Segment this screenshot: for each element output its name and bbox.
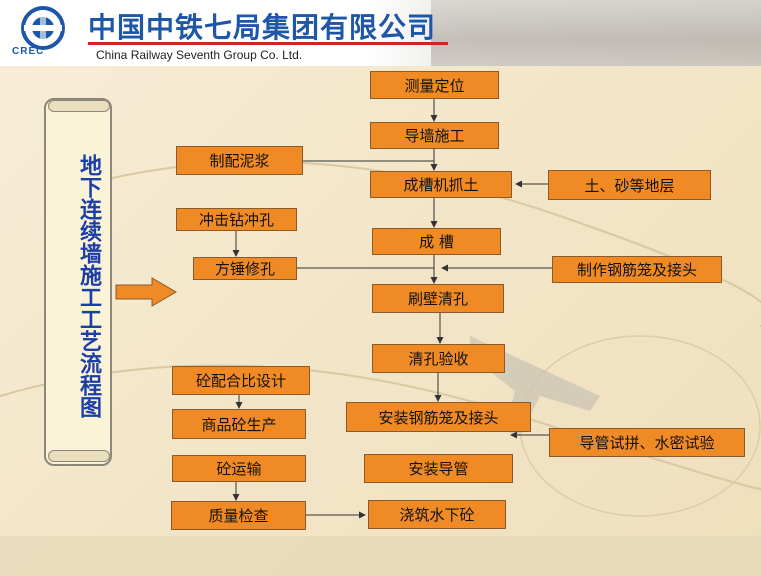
step-install-cage: 安装钢筋笼及接头: [346, 402, 531, 432]
logo-text: CREC: [12, 46, 45, 57]
crec-logo-icon: [21, 6, 65, 50]
left-concrete-transport: 砼运输: [172, 455, 306, 482]
scroll-bottom-roll: [48, 450, 110, 462]
diagram-title: 地下连续墙施工工艺流程图: [76, 154, 101, 418]
bridge-photo: [431, 0, 761, 66]
company-name-cn: 中国中铁七局集团有限公司: [88, 11, 437, 44]
left-quality-check: 质量检查: [171, 501, 306, 530]
map-background: [0, 161, 761, 576]
step-install-tremie: 安装导管: [364, 454, 513, 483]
right-make-cage: 制作钢筋笼及接头: [552, 256, 722, 283]
header-underline: [88, 42, 448, 45]
step-wall-cleaning: 刷壁清孔: [372, 284, 504, 313]
step-survey: 测量定位: [370, 71, 499, 99]
right-tremie-test: 导管试拼、水密试验: [549, 428, 745, 457]
step-trench-grab: 成槽机抓土: [370, 171, 512, 198]
company-name-en: China Railway Seventh Group Co. Ltd.: [96, 48, 303, 62]
left-concrete-production: 商品砼生产: [172, 409, 306, 439]
header-banner: CREC 中国中铁七局集团有限公司 China Railway Seventh …: [0, 0, 761, 66]
step-guide-wall: 导墙施工: [370, 122, 499, 149]
step-pour-concrete: 浇筑水下砼: [368, 500, 506, 529]
title-scroll: [44, 98, 112, 466]
right-arrow-icon: [115, 277, 177, 307]
left-mud-prep: 制配泥浆: [176, 146, 303, 175]
step-inspection: 清孔验收: [372, 344, 505, 373]
left-hammer-trim: 方锤修孔: [193, 257, 297, 280]
right-soil-strata: 土、砂等地层: [548, 170, 711, 200]
scroll-top-roll: [48, 100, 110, 112]
left-percussion-drill: 冲击钻冲孔: [176, 208, 297, 231]
step-trenching: 成 槽: [372, 228, 501, 255]
left-mix-design: 砼配合比设计: [172, 366, 310, 395]
